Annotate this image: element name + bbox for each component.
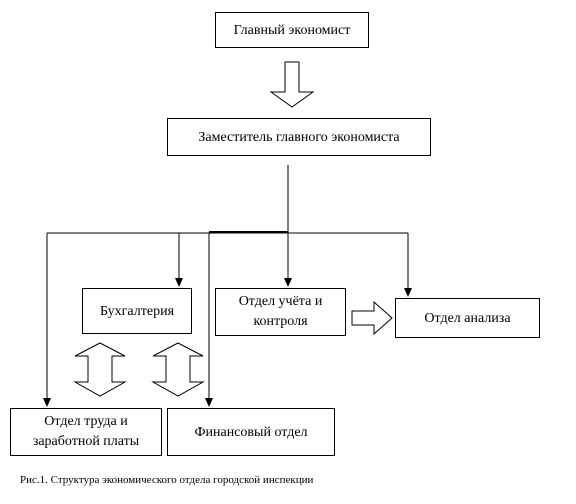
finance-dept-label: Финансовый отдел [194,424,308,440]
accounting-label: Бухгалтерия [99,303,175,319]
hollow-right-arrow [351,300,393,336]
figure-caption: Рис.1. Структура экономического отдела г… [20,474,314,486]
hollow-double-arrow-right [151,342,205,397]
deputy-chief-economist-box: Заместитель главного экономиста [167,118,431,156]
arrowhead-icon [175,278,183,287]
arrowhead-icon [205,398,213,407]
labor-wages-label-line1: Отдел труда и [44,414,128,429]
chief-economist-label: Главный экономист [233,22,351,38]
arrowhead-icon [404,288,412,297]
hollow-double-arrow-left [73,342,127,397]
accounting-control-label-line2: контроля [253,314,308,329]
labor-wages-dept-box: Отдел труда и заработной платы [10,408,162,456]
finance-dept-box: Финансовый отдел [167,408,335,456]
hollow-down-arrow [269,61,315,108]
accounting-control-dept-box: Отдел учёта и контроля [215,288,346,336]
analysis-dept-box: Отдел анализа [395,298,540,338]
accounting-control-label-line1: Отдел учёта и [238,294,323,309]
labor-wages-label-line2: заработной платы [32,434,140,449]
arrowhead-icon [284,278,292,287]
accounting-box: Бухгалтерия [82,288,192,334]
arrowhead-icon [43,398,51,407]
analysis-dept-label: Отдел анализа [424,310,511,326]
deputy-chief-economist-label: Заместитель главного экономиста [198,129,400,145]
chief-economist-box: Главный экономист [215,12,369,48]
